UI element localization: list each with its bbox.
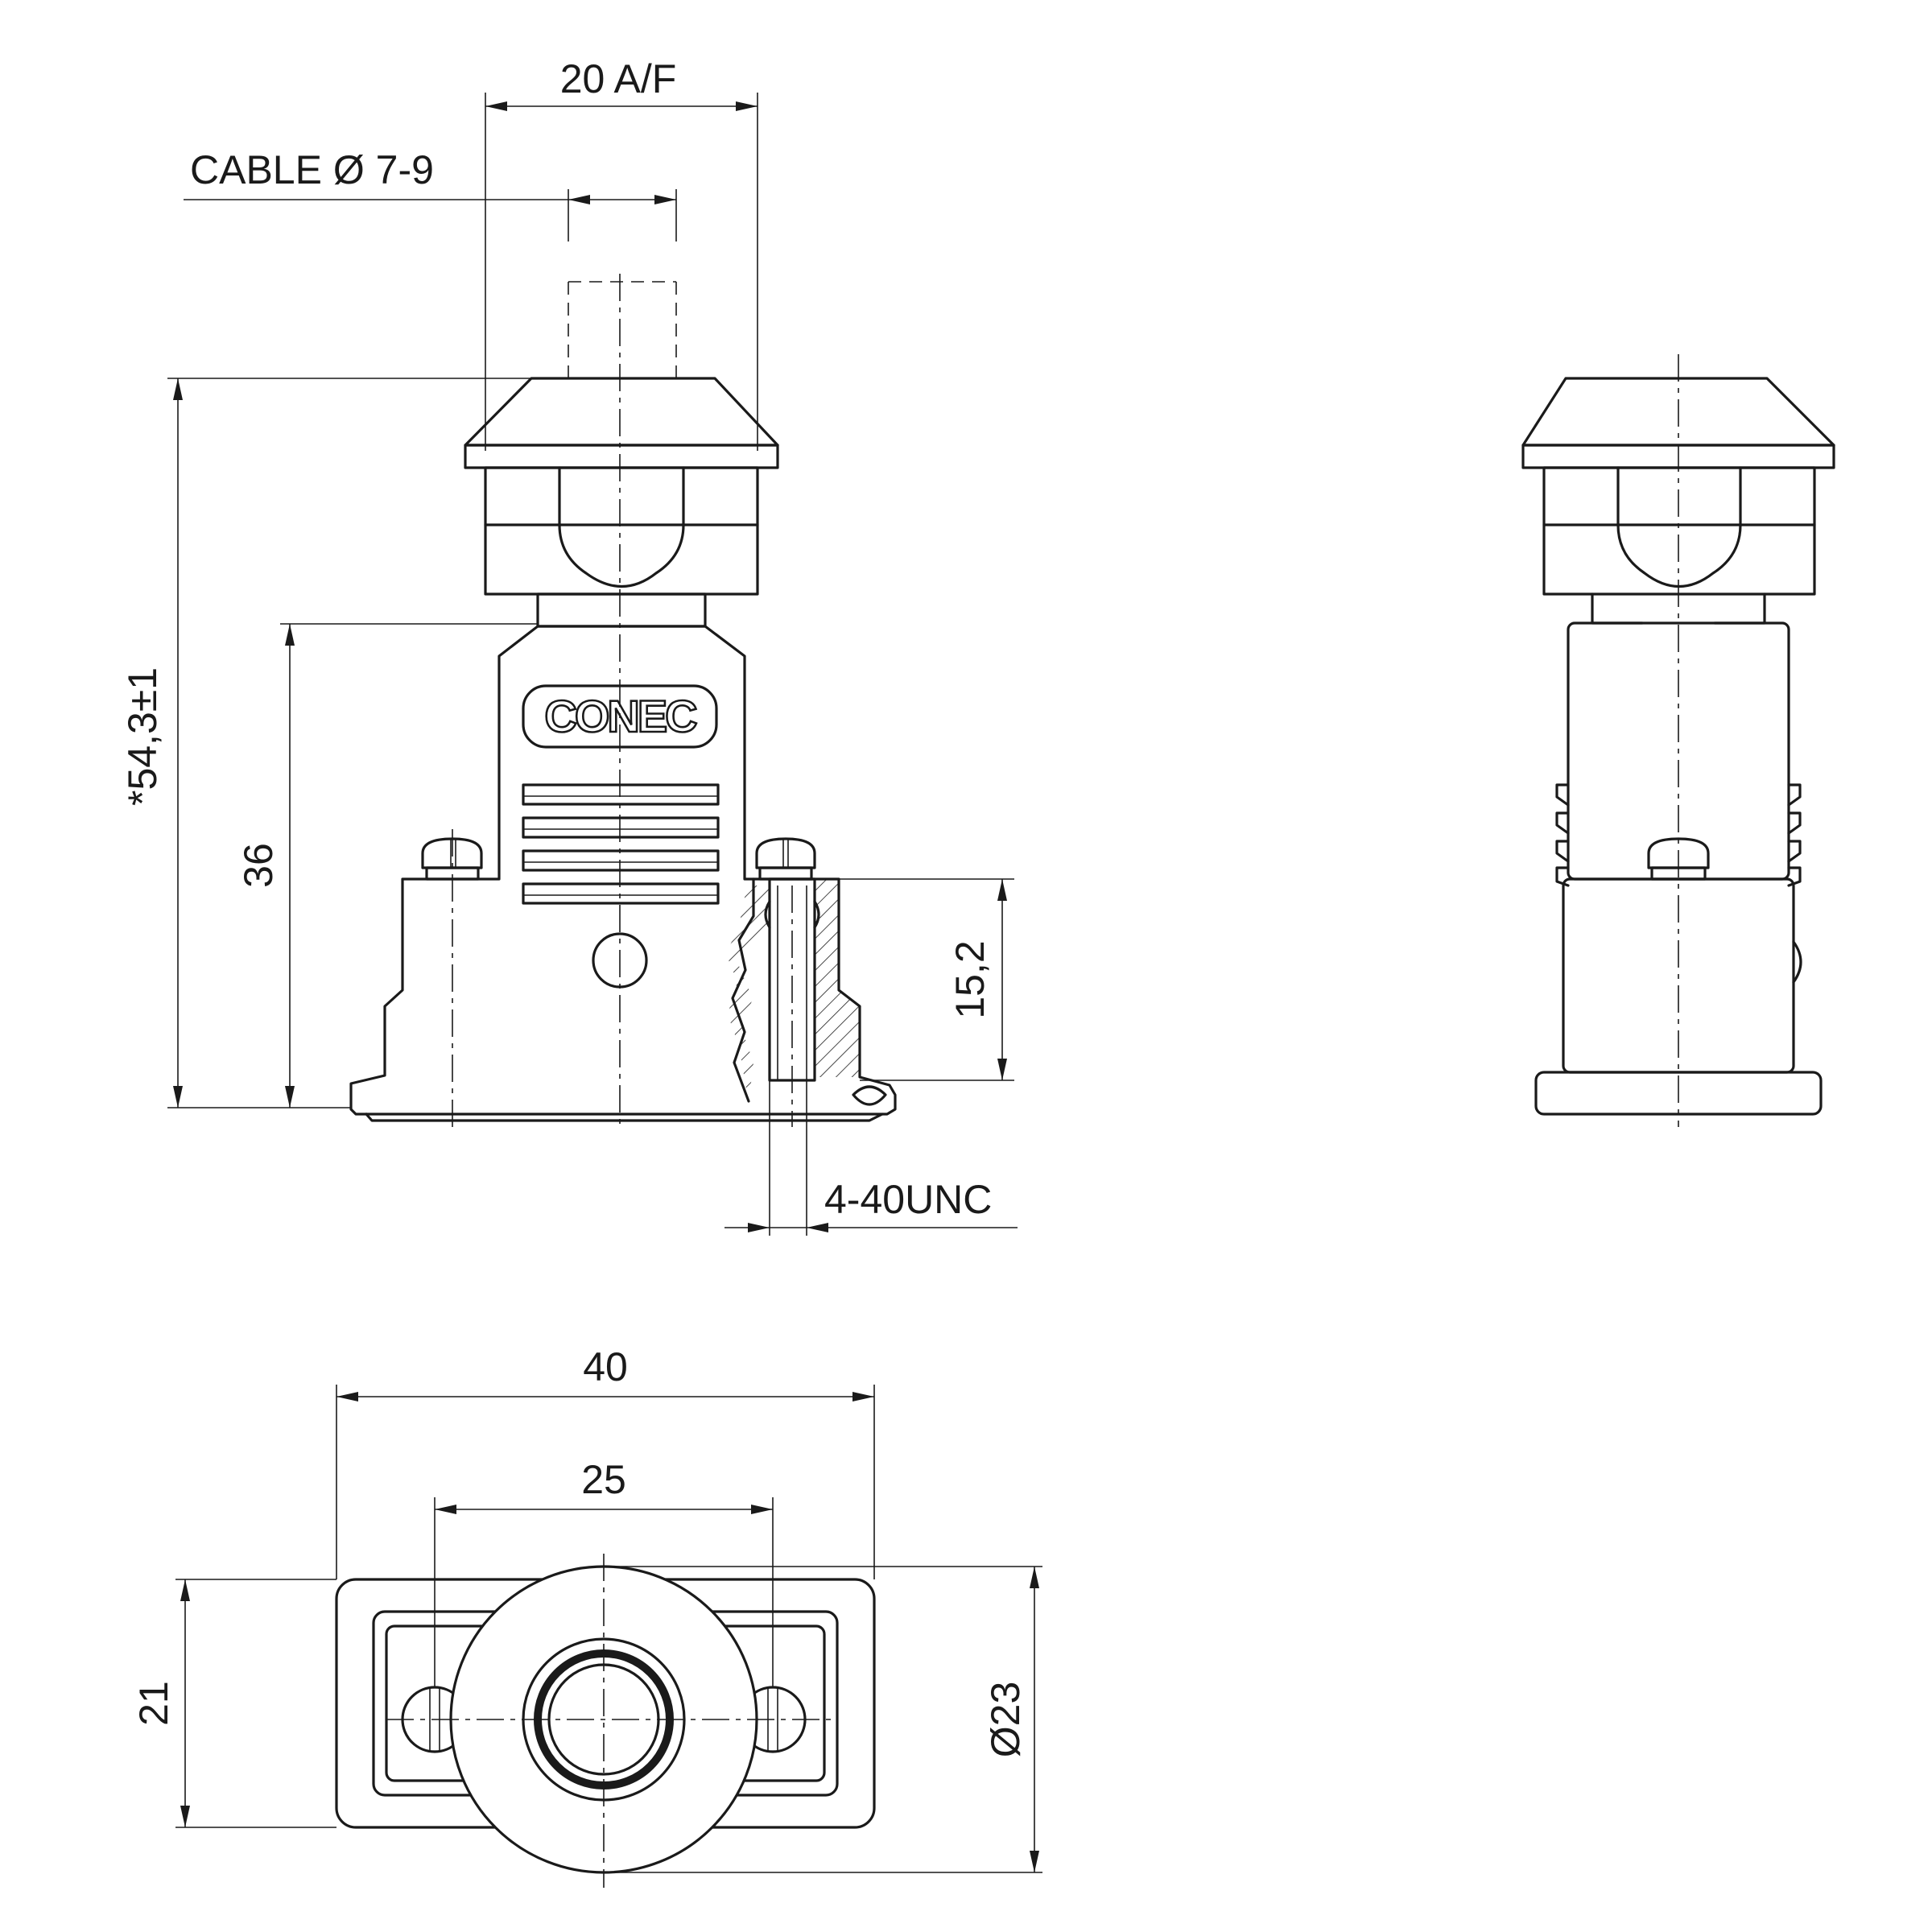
dim-flange-depth-label: 21: [131, 1681, 176, 1726]
front-view: CONEC: [349, 274, 897, 1127]
dim-hood-diameter-label: Ø23: [983, 1682, 1028, 1758]
dim-screw-thread: 4-40UNC: [724, 1080, 1018, 1236]
cable-outline: [568, 281, 677, 378]
dimensions: 20 A/F CABLE Ø 7-9 *54,3±1 36: [120, 56, 1042, 1873]
front-centerlines: [452, 274, 793, 1127]
grip-ribs: [522, 783, 720, 905]
dim-flange-width-label: 40: [583, 1344, 628, 1389]
side-mounting-boss: [1792, 940, 1802, 984]
side-latch-ribs: [1555, 783, 1802, 887]
right-screw-head: [755, 837, 816, 881]
gland-nut-cap: [464, 377, 779, 447]
dim-overall-height-label: *54,3±1: [120, 667, 165, 806]
dim-wrench-size: 20 A/F: [485, 56, 758, 451]
gland-hex-nut: [484, 466, 759, 596]
dim-wrench-size-label: 20 A/F: [560, 56, 677, 101]
gland-nut-rim: [464, 444, 779, 469]
dim-screw-length-label: 15,2: [947, 940, 993, 1018]
dim-screw-spacing: 25: [434, 1457, 774, 1687]
dim-flange-width: 40: [336, 1344, 875, 1579]
hood-base-shadow: [365, 1113, 884, 1122]
dim-body-height-label: 36: [236, 843, 281, 888]
bottom-view: [335, 1554, 876, 1888]
jack-screw-section: [726, 877, 887, 1106]
dim-cable-diameter-label: CABLE Ø 7-9: [190, 147, 434, 192]
dim-screw-thread-label: 4-40UNC: [824, 1177, 992, 1222]
side-view: [1521, 354, 1835, 1127]
svg-text:CONEC: CONEC: [544, 691, 696, 741]
dim-body-height: 36: [236, 623, 538, 1108]
hood-neck: [536, 592, 707, 628]
dim-screw-length: 15,2: [815, 878, 1014, 1081]
dim-screw-spacing-label: 25: [581, 1457, 626, 1502]
side-neck: [1591, 592, 1766, 625]
dim-overall-height: *54,3±1: [120, 378, 555, 1108]
dim-cable-diameter: CABLE Ø 7-9: [184, 147, 677, 242]
dim-flange-depth: 21: [131, 1579, 336, 1828]
conec-logo: CONEC: [522, 684, 718, 749]
dim-hood-diameter: Ø23: [604, 1566, 1042, 1873]
bottom-centerlines: [386, 1554, 837, 1888]
side-hex-nut: [1542, 466, 1816, 596]
